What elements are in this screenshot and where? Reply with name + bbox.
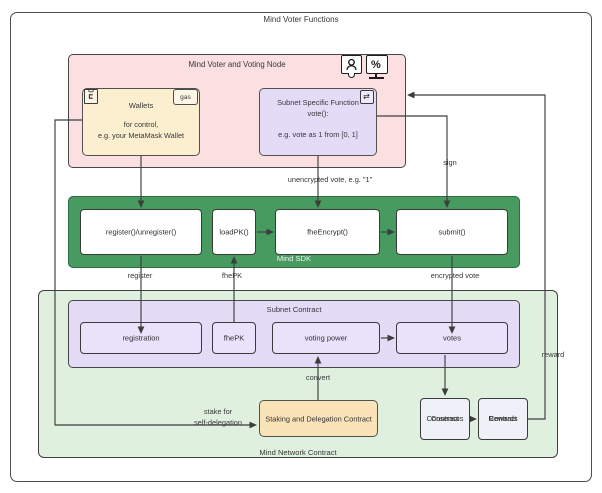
node-fheencrypt: fheEncrypt() — [275, 209, 380, 255]
node-subnet-specific-function — [259, 88, 377, 156]
node-loadpk-label: loadPK() — [219, 227, 249, 237]
container-mind-network-contract-title: Mind Network Contract — [259, 448, 337, 457]
node-staking-label: Staking and Delegation Contract — [265, 414, 372, 423]
monitor-base — [369, 77, 384, 79]
node-wallets-detail: for control,e.g. your MetaMask Wallet — [82, 120, 200, 141]
container-mind-sdk-title: Mind SDK — [276, 254, 312, 263]
stake-line1: stake for — [203, 407, 233, 416]
node-fhepk: fhePK — [212, 322, 256, 354]
wallets-detail-line2: e.g. your MetaMask Wallet — [97, 130, 185, 140]
edge-label-convert: convert — [305, 373, 331, 382]
edge-label-register: register — [127, 271, 153, 280]
edge-label-sign: sign — [443, 158, 457, 167]
monitor-percent-icon-glyph: % — [371, 59, 381, 71]
wallet-card-icon — [84, 88, 98, 104]
node-submit-label: submit() — [438, 227, 466, 237]
rewards-line2: Contract — [489, 414, 517, 423]
node-fheencrypt-label: fheEncrypt() — [307, 227, 348, 237]
monitor-stand — [375, 74, 377, 78]
wallet-card-icon-glyph — [88, 88, 94, 99]
wallets-detail-line1: for control, — [123, 120, 159, 129]
badge-gas-label: gas — [180, 94, 191, 101]
consensus-line2: Contract — [431, 414, 459, 423]
stake-line2: self-delegation — [193, 417, 243, 427]
ssf-title-line2: vote(): — [307, 108, 329, 118]
node-subnet-function-detail: e.g. vote as 1 from [0, 1] — [278, 130, 358, 139]
person-badge-icon-glyph — [346, 58, 357, 70]
node-register-unregister-label: register()/unregister() — [105, 227, 177, 237]
ssf-title-line1: Subnet Specific Function — [277, 98, 359, 107]
diagram-title: Mind Voter Functions — [263, 15, 339, 24]
node-registration-label: registration — [122, 333, 160, 343]
person-badge-icon-tail — [348, 73, 355, 78]
node-register-unregister: register()/unregister() — [80, 209, 202, 255]
node-votes-label: votes — [443, 333, 461, 343]
node-staking-and-delegation-contract: Staking and Delegation Contract — [259, 400, 378, 437]
node-voting-power: voting power — [272, 322, 380, 354]
edge-label-encrypted-vote: encrypted vote — [430, 271, 480, 280]
node-voting-power-label: voting power — [304, 333, 348, 343]
container-subnet-contract-title: Subnet Contract — [266, 305, 322, 314]
edge-label-unencrypted-vote: unencrypted vote, e.g. "1" — [287, 175, 373, 184]
swap-arrows-icon: ⇄ — [360, 90, 374, 104]
edge-label-reward: reward — [541, 350, 565, 359]
person-badge-icon — [341, 55, 362, 74]
node-wallets-title: Wallets — [128, 101, 154, 110]
node-loadpk: loadPK() — [212, 209, 256, 255]
node-submit: submit() — [396, 209, 508, 255]
node-fhepk-label: fhePK — [223, 333, 245, 343]
node-votes: votes — [396, 322, 508, 354]
monitor-percent-icon: % — [366, 55, 388, 74]
node-registration: registration — [80, 322, 202, 354]
edge-label-fhepk: fhePK — [221, 271, 243, 280]
badge-gas: gas — [173, 89, 198, 105]
swap-arrows-icon-glyph: ⇄ — [363, 92, 370, 101]
container-voting-node-title: Mind Voter and Voting Node — [188, 60, 286, 69]
